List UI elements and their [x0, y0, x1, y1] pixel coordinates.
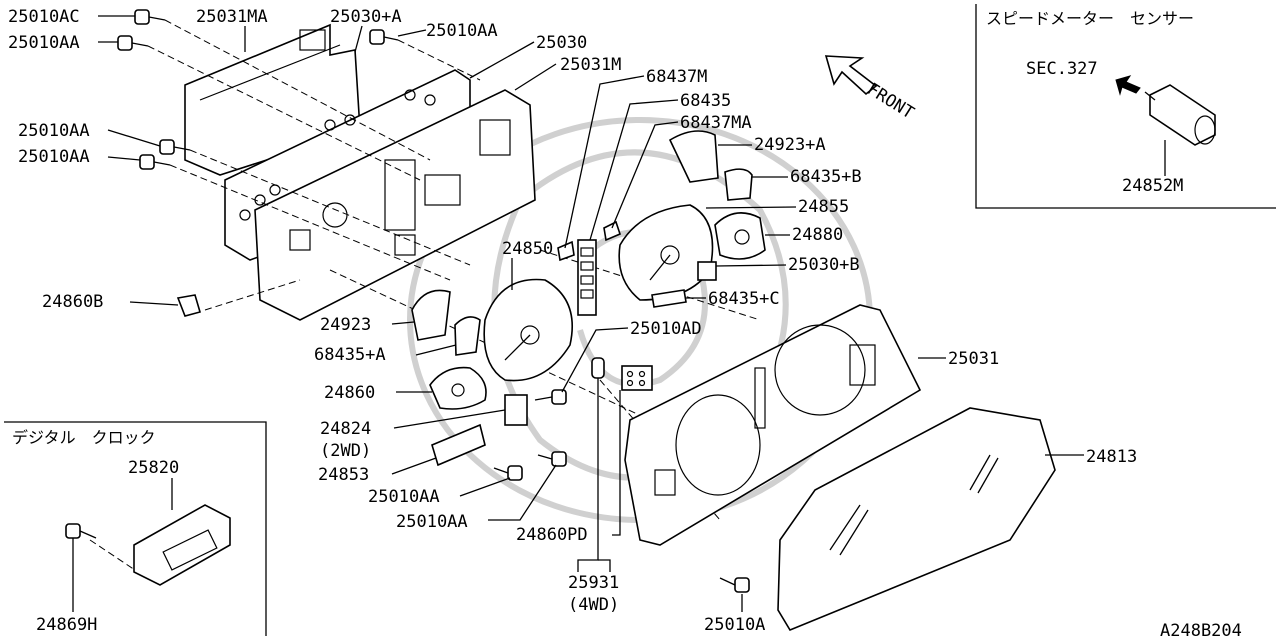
- screw-25010AA-b: [369, 29, 399, 45]
- small-plate-68437MA: [603, 220, 621, 242]
- callout-68435A: 68435+A: [314, 345, 386, 365]
- clock-screw-part-number: 24869H: [36, 615, 97, 635]
- screw-25010AD: [534, 389, 567, 405]
- finisher-25031: [624, 304, 922, 546]
- callout-25010A: 25010A: [704, 615, 765, 635]
- plate-68435-C: [651, 289, 687, 308]
- digital-clock-panel: デジタル クロック 25820 24869H: [4, 421, 267, 636]
- meter-case-25031M: [254, 89, 536, 321]
- callout-25010AA-1: 25010AA: [8, 33, 80, 53]
- screw-25010AC: [134, 9, 166, 25]
- light-guide-68435-strip: [577, 239, 597, 316]
- bulb-25931: [591, 357, 605, 379]
- bulb-socket-24860B: [176, 294, 201, 317]
- lens-68435-A: [454, 316, 481, 356]
- callout-68435B: 68435+B: [790, 167, 862, 187]
- glass-24813: [777, 407, 1056, 632]
- callout-25031M: 25031M: [560, 55, 621, 75]
- callout-24824-2wd: (2WD): [320, 441, 371, 461]
- switch-24824: [504, 394, 528, 426]
- callout-24923A: 24923+A: [754, 135, 826, 155]
- speed-sensor-24852M: [1144, 84, 1216, 146]
- screw-25010AA-c: [159, 139, 191, 155]
- circuit-25030-B: [697, 261, 717, 281]
- callout-24813: 24813: [1086, 447, 1137, 467]
- callout-25010AD: 25010AD: [630, 319, 702, 339]
- gauge-24880: [714, 212, 766, 260]
- callout-25030A: 25030+A: [330, 7, 402, 27]
- screw-25010AA-e: [493, 465, 523, 481]
- callout-24880: 24880: [792, 225, 843, 245]
- screw-25010A: [719, 577, 750, 593]
- screw-25010AA-f: [537, 451, 567, 467]
- callout-25030: 25030: [536, 33, 587, 53]
- callout-68437M: 68437M: [646, 67, 707, 87]
- sensor-panel-title: スピードメーター センサー: [986, 9, 1194, 28]
- callout-24855: 24855: [798, 197, 849, 217]
- callout-25010AA-2: 25010AA: [426, 21, 498, 41]
- gauge-24860: [429, 366, 487, 410]
- callout-24860B: 24860B: [42, 292, 103, 312]
- callout-24860PD: 24860PD: [516, 525, 588, 545]
- lens-68435-B: [724, 168, 753, 201]
- callout-25030B: 25030+B: [788, 255, 860, 275]
- cover-24923-A: [668, 130, 719, 183]
- cover-24923: [411, 289, 451, 341]
- callout-68435C: 68435+C: [708, 289, 780, 309]
- screw-25010AA-a: [117, 35, 149, 51]
- callout-25031: 25031: [948, 349, 999, 369]
- callout-25031MA: 25031MA: [196, 7, 268, 27]
- callout-24850: 24850: [502, 239, 553, 259]
- clock-part-number: 25820: [128, 458, 179, 478]
- callout-25010AA-4: 25010AA: [18, 147, 90, 167]
- callout-25931: 25931: [568, 573, 619, 593]
- sensor-part-number: 24852M: [1122, 176, 1183, 196]
- callout-24824: 24824: [320, 419, 371, 439]
- callout-25010AA-3: 25010AA: [18, 121, 90, 141]
- speedometer-sensor-panel: スピードメーター センサー SEC.327 24852M: [975, 4, 1276, 209]
- callout-labels: 25010AC 25031MA 25030+A 25010AA 25010AA …: [8, 7, 1137, 635]
- callout-25010AA-6: 25010AA: [396, 512, 468, 532]
- diagram-code: A248B204: [1160, 621, 1242, 639]
- digital-clock-25820: [133, 504, 231, 586]
- callout-68437MA: 68437MA: [680, 113, 752, 133]
- callout-24860: 24860: [324, 383, 375, 403]
- arrow-left-icon: [1115, 75, 1141, 96]
- sensor-sec-ref[interactable]: SEC.327: [1026, 59, 1098, 79]
- callout-25010AC: 25010AC: [8, 7, 80, 27]
- front-label: FRONT: [863, 79, 917, 123]
- callout-24853: 24853: [318, 465, 369, 485]
- screw-24869H: [65, 523, 97, 539]
- tachometer-24855: [618, 204, 714, 301]
- screw-25010AA-d: [139, 154, 171, 170]
- front-arrow-icon: [824, 55, 878, 96]
- clock-panel-title: デジタル クロック: [12, 428, 156, 447]
- small-plate-68437M: [557, 240, 575, 262]
- speedometer-24850: [483, 278, 574, 382]
- callout-24923: 24923: [320, 315, 371, 335]
- callout-25010AA-5: 25010AA: [368, 487, 440, 507]
- callout-68435: 68435: [680, 91, 731, 111]
- callout-25931-4wd: (4WD): [568, 595, 619, 615]
- connector-24860PD: [621, 365, 653, 391]
